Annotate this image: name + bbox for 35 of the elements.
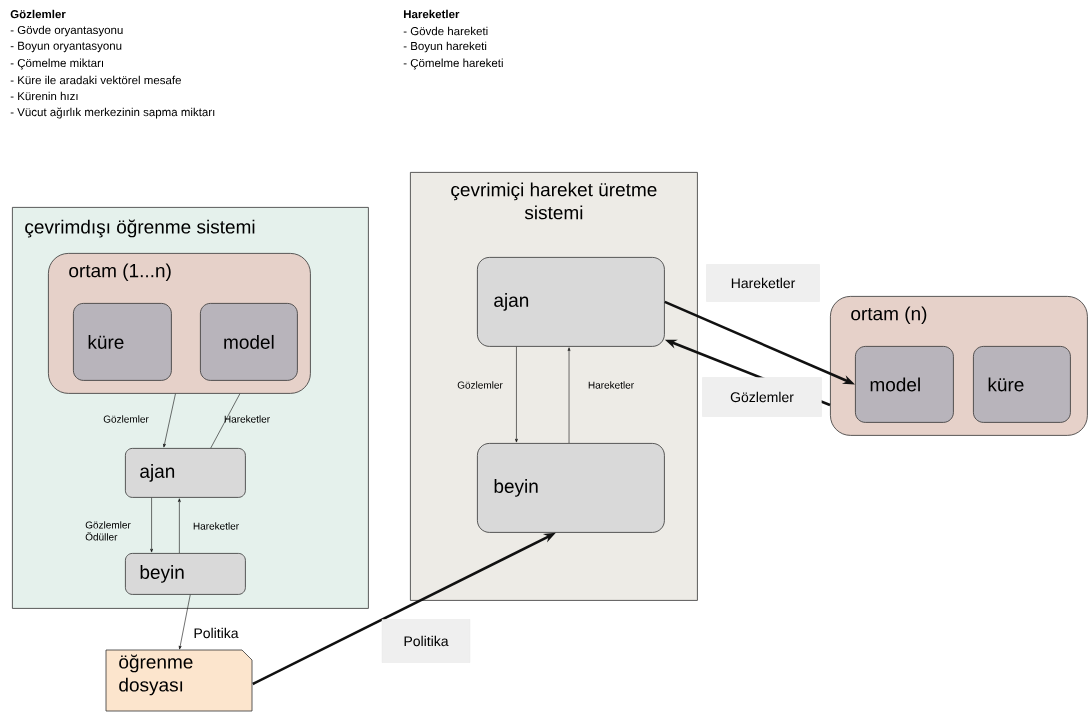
agent-box: ajan: [125, 448, 246, 498]
list-item: - Kürenin hızı: [10, 91, 78, 101]
arrow: [515, 346, 518, 443]
edge-label: Gözlemler Ödüller: [85, 521, 131, 541]
list-item: - Çömelme hareketi: [403, 58, 503, 70]
list-heading: Gözlemler: [10, 9, 66, 19]
edge-label: Hareketler: [588, 381, 634, 389]
list-item: - Boyun hareketi: [403, 41, 487, 53]
component-box: model: [200, 303, 298, 381]
list-item: - Vücut ağırlık merkezinin sapma miktarı: [10, 107, 215, 119]
list-item: - Gövde hareketi: [403, 26, 488, 36]
edge-label: Gözlemler: [103, 415, 149, 423]
edge-label: Gözlemler: [702, 377, 822, 417]
edge-label: Politika: [194, 627, 239, 639]
brain-box: beyin: [477, 443, 665, 533]
component-box: küre: [73, 303, 172, 381]
list-item: - Çömelme miktarı: [10, 58, 103, 70]
list-heading: Hareketler: [403, 9, 460, 19]
brain-box: beyin: [125, 553, 246, 595]
edge-label: Politika: [381, 619, 471, 663]
arrow: [567, 347, 571, 444]
list-item: - Gövde oryantasyonu: [10, 25, 123, 37]
edge-label: Hareketler: [706, 264, 820, 302]
arrow: [163, 393, 176, 448]
edge-label: Gözlemler: [457, 381, 503, 389]
component-box: küre: [973, 346, 1071, 423]
component-box: model: [855, 346, 954, 423]
edge-label: Hareketler: [193, 522, 239, 530]
list-item: - Küre ile aradaki vektörel mesafe: [10, 75, 181, 85]
arrow: [150, 497, 153, 553]
edge-label: Hareketler: [224, 415, 270, 423]
arrow: [178, 498, 181, 554]
agent-box: ajan: [477, 257, 665, 347]
arrow: [178, 594, 191, 650]
list-item: - Boyun oryantasyonu: [10, 41, 122, 53]
